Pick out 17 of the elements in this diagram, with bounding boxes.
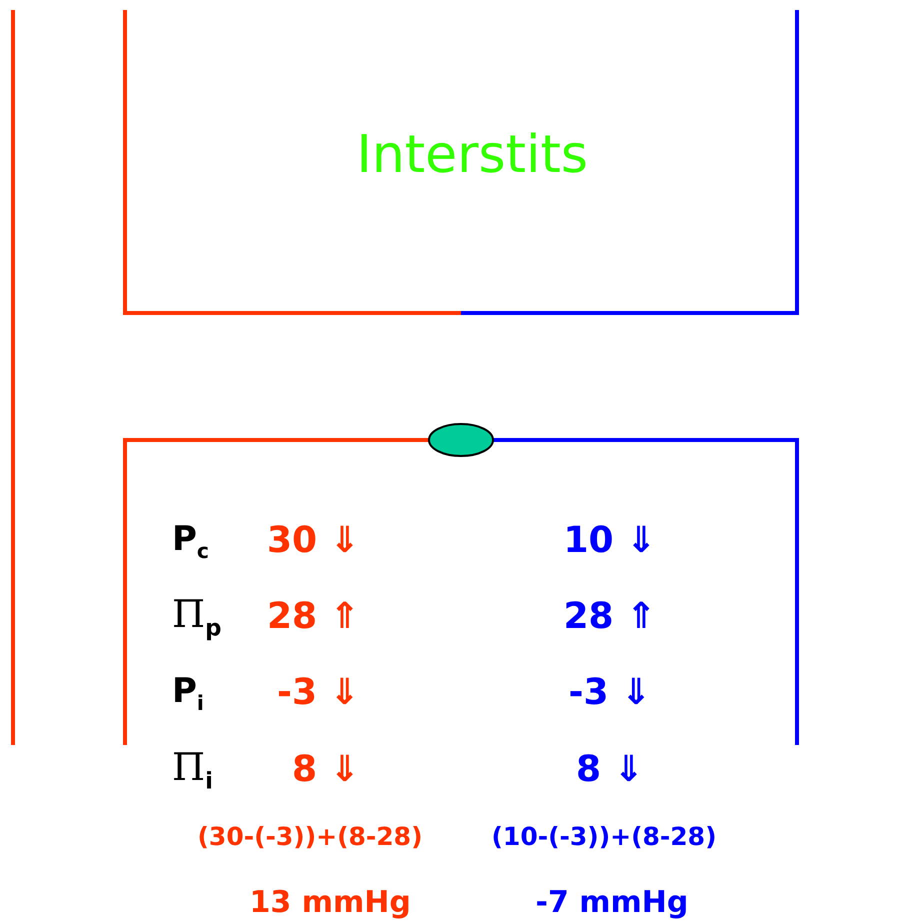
net-pressure-value: -7 mmHg — [536, 888, 688, 918]
pressure-value: 10 ⇓ — [564, 523, 656, 559]
pressure-value: 8 ⇓ — [292, 752, 360, 788]
region-label: Interstits — [356, 129, 588, 181]
net-pressure-value: 13 mmHg — [250, 888, 411, 918]
pressure-symbol: P$_{c}$ — [172, 522, 210, 561]
pressure-symbol: Π$_{p}$ — [172, 594, 222, 640]
pressure-symbol: Π$_{i}$ — [172, 748, 213, 793]
pressure-value: -3 ⇓ — [277, 675, 360, 711]
pressure-value: 28 ⇑ — [267, 599, 360, 635]
formula: (30-(-3))+(8-28) — [198, 824, 422, 848]
formula: (10-(-3))+(8-28) — [492, 824, 716, 848]
pressure-symbol: P$_{i}$ — [172, 674, 204, 713]
pressure-value: 8 ⇓ — [576, 752, 644, 788]
pressure-value: 30 ⇓ — [267, 523, 360, 559]
pressure-value: 28 ⇑ — [564, 599, 656, 635]
pressure-value: -3 ⇓ — [568, 675, 652, 711]
